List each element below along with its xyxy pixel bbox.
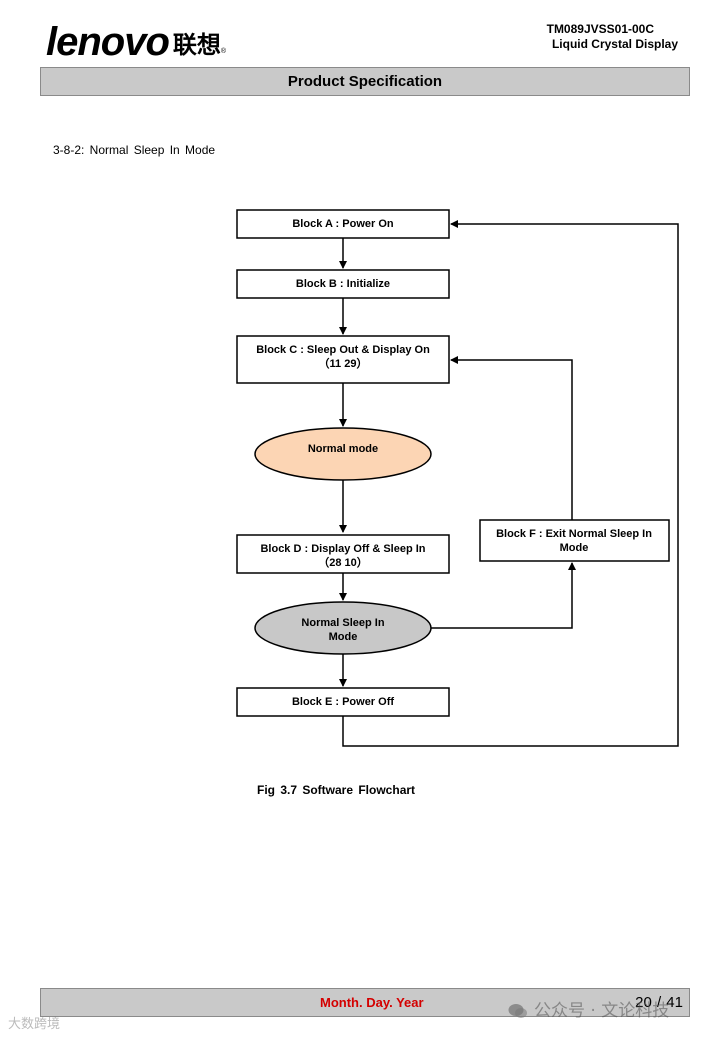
block-e-label: Block E : Power Off bbox=[292, 696, 394, 708]
section-heading: 3-8-2: Normal Sleep In Mode bbox=[53, 143, 216, 157]
arrow-e-to-a-loop bbox=[342, 220, 679, 747]
lenovo-logo: lenovo 联想 ® bbox=[46, 22, 226, 62]
sleep-mode-label-line1: Normal Sleep In bbox=[301, 617, 384, 629]
page-title-bar: Product Specification bbox=[40, 67, 690, 96]
block-c-label-line2: （11 29） bbox=[319, 357, 368, 370]
document-type: Liquid Crystal Display bbox=[551, 37, 678, 51]
block-f-label-line2: Mode bbox=[560, 542, 589, 554]
block-d-label-line1: Block D : Display Off & Sleep In bbox=[260, 543, 425, 555]
watermark-left: 大数跨境 bbox=[8, 1015, 60, 1035]
block-f-box bbox=[479, 519, 670, 562]
document-code: TM089JVSS01-00C bbox=[546, 22, 654, 36]
logo-wordmark: lenovo bbox=[46, 20, 170, 64]
normal-mode-label: Normal mode bbox=[308, 443, 378, 455]
block-d-label-line2: （28 10） bbox=[318, 556, 368, 569]
logo-cjk-wordmark: 联想 bbox=[172, 31, 221, 59]
block-c-box bbox=[236, 335, 450, 384]
arrow-f-to-c bbox=[450, 356, 573, 520]
sleep-mode-label-line2: Mode bbox=[329, 631, 358, 643]
block-f-label-line1: Block F : Exit Normal Sleep In bbox=[496, 528, 652, 540]
watermark-right-text: 公众号 · 文论科技 bbox=[534, 1001, 670, 1021]
footer-date: Month. Day. Year bbox=[320, 995, 424, 1010]
footer-bar: Month. Day. Year 20 / 41 bbox=[40, 988, 690, 1017]
page-number: 20 / 41 bbox=[635, 994, 683, 1011]
arrow-sleep-mode-to-f bbox=[431, 562, 576, 629]
registered-mark: ® bbox=[220, 48, 227, 55]
figure-caption: Fig 3.7 Software Flowchart bbox=[257, 783, 416, 797]
wechat-icon bbox=[508, 1004, 527, 1018]
watermark-right: 公众号 · 文论科技 bbox=[508, 998, 669, 1024]
watermark-left-text: 大数跨境 bbox=[8, 1017, 61, 1032]
block-b-label: Block B : Initialize bbox=[296, 278, 390, 290]
page-title: Product Specification bbox=[287, 73, 443, 90]
block-b-box bbox=[236, 269, 450, 299]
block-c-label-line1: Block C : Sleep Out & Display On bbox=[256, 344, 430, 356]
block-a-label: Block A : Power On bbox=[292, 218, 394, 230]
block-e-box bbox=[236, 687, 450, 717]
block-d-box bbox=[236, 534, 450, 574]
